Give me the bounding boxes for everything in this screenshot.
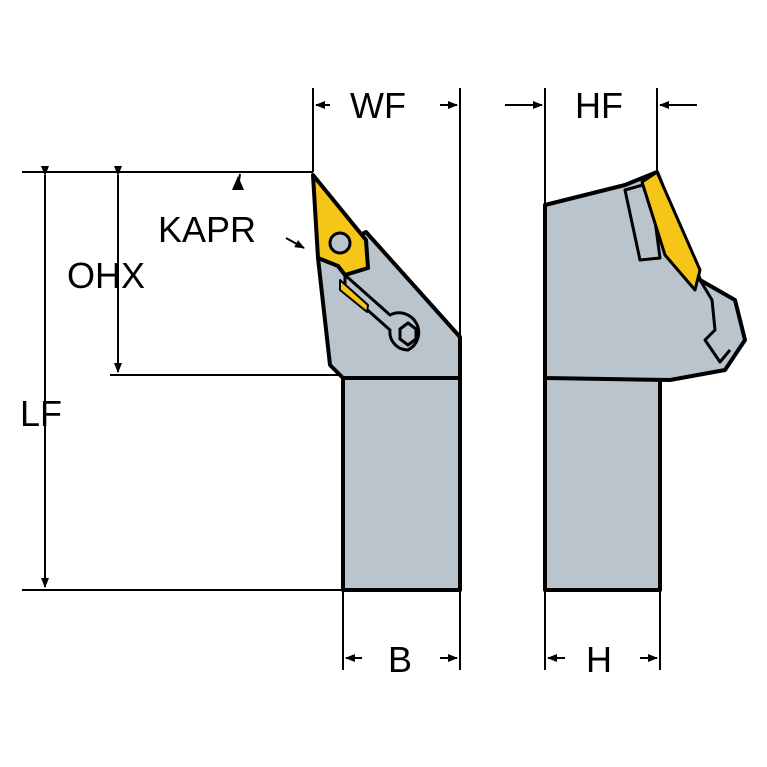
- shank-front: [341, 373, 462, 592]
- insert-front: [311, 173, 370, 277]
- hf-label: HF: [575, 85, 623, 126]
- h-label: H: [586, 639, 612, 680]
- lf-label: LF: [20, 393, 63, 434]
- wf-label: WF: [350, 85, 406, 126]
- ohx-label: OHX: [67, 255, 146, 296]
- side-view-tool: [543, 170, 747, 592]
- b-label: B: [388, 639, 413, 680]
- dimension-lines: [41, 101, 697, 662]
- insert-side: [640, 170, 702, 292]
- kapr-label: KAPR: [158, 209, 257, 250]
- front-view-tool: [311, 173, 462, 592]
- shank-side: [543, 373, 662, 592]
- head-side: [543, 170, 747, 382]
- kapr-arrow: [285, 237, 305, 249]
- screw-icon: [398, 321, 418, 347]
